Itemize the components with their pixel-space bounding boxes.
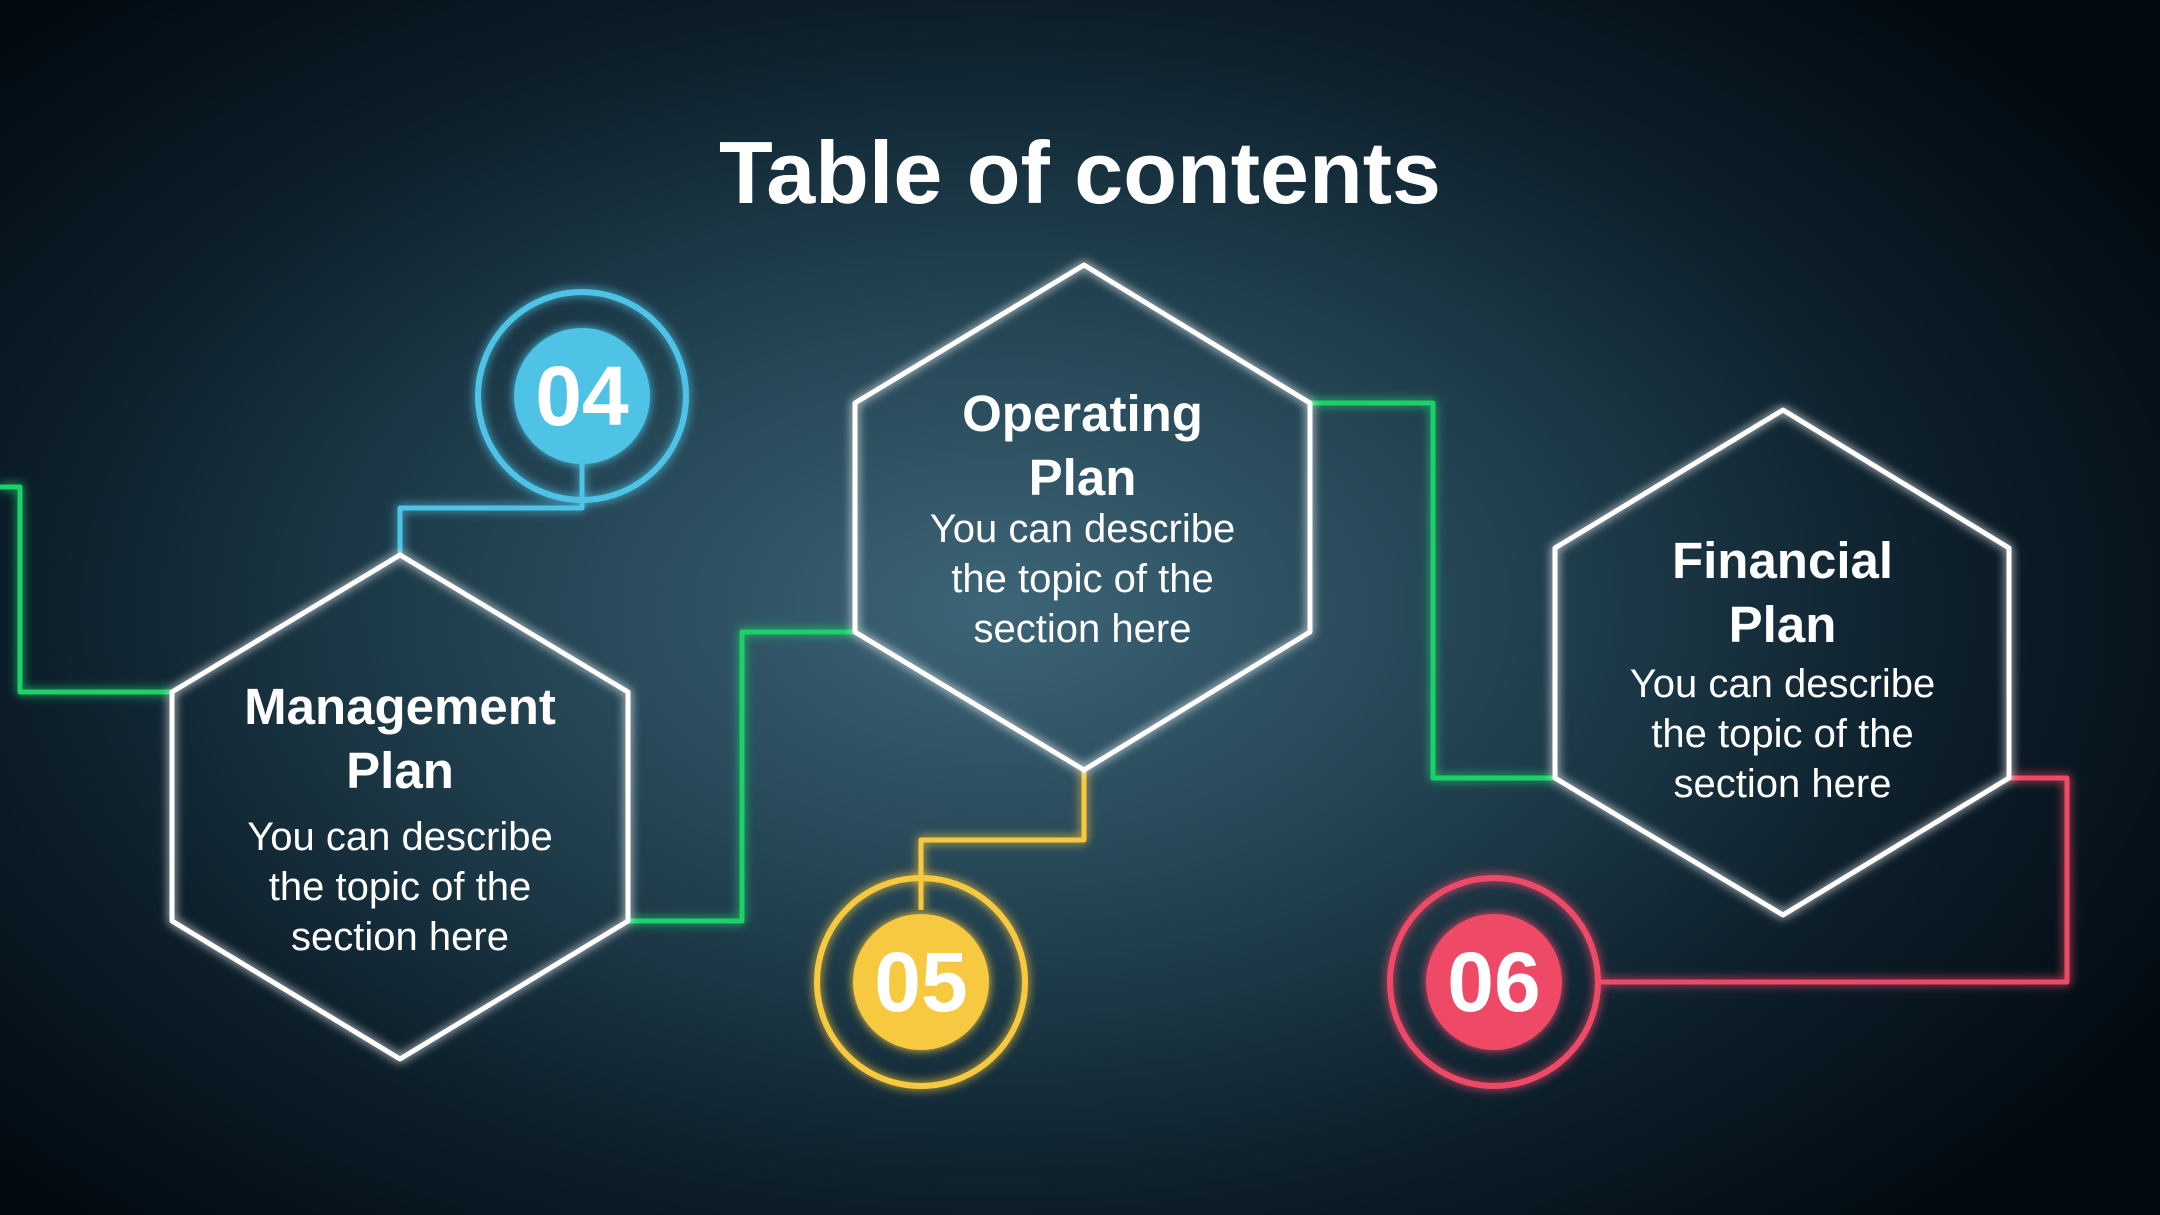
heading-line: Plan <box>1728 596 1837 653</box>
section-heading-management: Management Plan <box>170 675 630 803</box>
section-heading-financial: Financial Plan <box>1555 529 2010 657</box>
page-title: Table of contents <box>719 123 1441 222</box>
hexagon-operating <box>852 262 1313 773</box>
section-description-operating: You can describe the topic of the sectio… <box>855 504 1310 654</box>
connector-line-05-06 <box>1310 400 1555 781</box>
hexagon-financial <box>1552 407 2012 918</box>
connector-badge-05 <box>918 770 1087 910</box>
connector-line-04-05 <box>628 629 855 924</box>
heading-line: Operating <box>962 385 1203 442</box>
description-line: You can describe <box>1629 662 1936 706</box>
heading-line: Plan <box>346 742 454 799</box>
description-line: the topic of the <box>268 865 532 909</box>
badge-04-disc <box>514 328 650 464</box>
section-number-05: 05 <box>874 935 968 1029</box>
hexagon-management <box>169 552 631 1062</box>
heading-line: Plan <box>1028 449 1137 506</box>
section-number-06: 06 <box>1447 935 1541 1029</box>
badge-04-ring <box>475 289 689 503</box>
badge-05-ring <box>814 875 1028 1089</box>
description-line: You can describe <box>247 815 553 859</box>
connector-badge-04 <box>397 455 585 555</box>
badge-06-ring <box>1387 875 1601 1089</box>
description-line: section here <box>1673 762 1892 806</box>
section-description-management: You can describe the topic of the sectio… <box>170 812 630 962</box>
badge-06-disc <box>1426 914 1562 1050</box>
heading-line: Financial <box>1671 532 1894 589</box>
connector-line-left <box>0 484 172 695</box>
section-number-04: 04 <box>535 349 629 443</box>
description-line: the topic of the <box>1651 712 1914 756</box>
connector-badge-06 <box>1599 775 2070 985</box>
description-line: the topic of the <box>951 557 1214 601</box>
description-line: section here <box>973 607 1192 651</box>
section-description-financial: You can describe the topic of the sectio… <box>1555 659 2010 809</box>
description-line: You can describe <box>929 507 1236 551</box>
description-line: section here <box>291 915 509 959</box>
section-heading-operating: Operating Plan <box>855 382 1310 510</box>
heading-line: Management <box>244 678 556 735</box>
badge-05-disc <box>853 914 989 1050</box>
